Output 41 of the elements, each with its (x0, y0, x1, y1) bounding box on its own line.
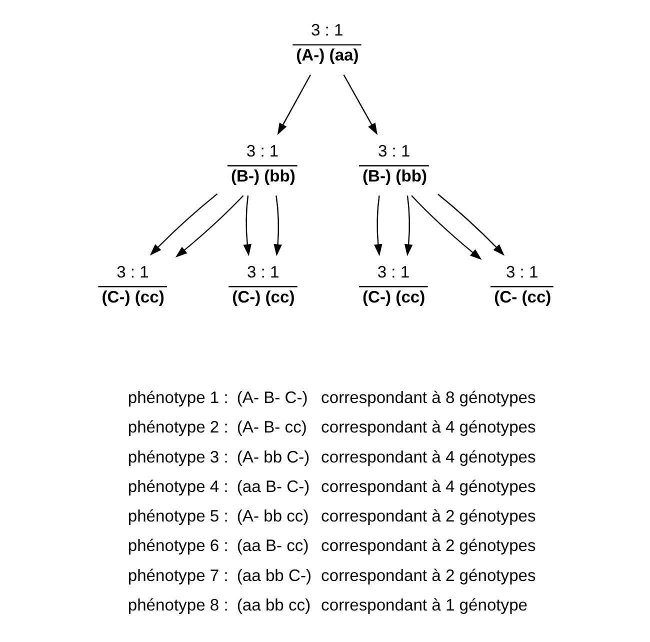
node-text: 3 : 1 (A-) (aa) (296, 20, 358, 64)
label: correspondant à 1 génotype (320, 595, 528, 614)
label: (A- bb C-) (236, 447, 310, 466)
label: correspondant à 4 génotypes (320, 418, 536, 437)
label: phénotype 7 : (127, 566, 228, 585)
node-text: 3 : 1 (B-) (bb) (230, 141, 295, 186)
node-text: 3 : 1 (C-) (cc) (362, 262, 425, 306)
arrow (410, 195, 482, 260)
label: phénotype 4 : (127, 476, 228, 496)
node-text: 3 : 1 (C- (cc) (494, 262, 551, 306)
label: (A- bb cc) (236, 506, 308, 526)
label: (aa bb cc) (236, 595, 310, 614)
label: phénotype 8 : (127, 595, 228, 614)
label: correspondant à 2 génotypes (320, 566, 536, 585)
arrow (437, 194, 504, 256)
node-text: 3 : 1 (B-) (bb) (362, 141, 426, 186)
label: (aa B- cc) (236, 536, 308, 556)
label: phénotype 2 : (127, 418, 228, 437)
label: (A- B- cc) (236, 418, 306, 437)
label: (aa B- C-) (236, 476, 310, 496)
arrow (149, 193, 218, 256)
arrow (404, 196, 412, 256)
label: (A- B- C-) (236, 388, 308, 408)
node-text: 3 : 1 (C-) (cc) (232, 262, 294, 306)
label: correspondant à 4 génotypes (320, 447, 536, 466)
label: phénotype 6 : (127, 536, 228, 556)
arrow (174, 195, 244, 258)
label: phénotype 1 : (127, 388, 228, 408)
label: correspondant à 2 génotypes (320, 506, 536, 526)
label: correspondant à 8 génotypes (320, 388, 536, 408)
arrow (276, 74, 311, 136)
label: phénotype 5 : (127, 506, 228, 526)
arrow (342, 74, 377, 136)
label: correspondant à 4 génotypes (320, 476, 536, 496)
label: correspondant à 2 génotypes (320, 536, 536, 556)
arrow (273, 196, 282, 256)
label: phénotype 3 : (127, 447, 228, 466)
node-text: 3 : 1 (C-) (cc) (101, 262, 164, 306)
arrow (242, 196, 251, 256)
arrow (374, 196, 382, 256)
label: (aa bb C-) (236, 566, 312, 585)
